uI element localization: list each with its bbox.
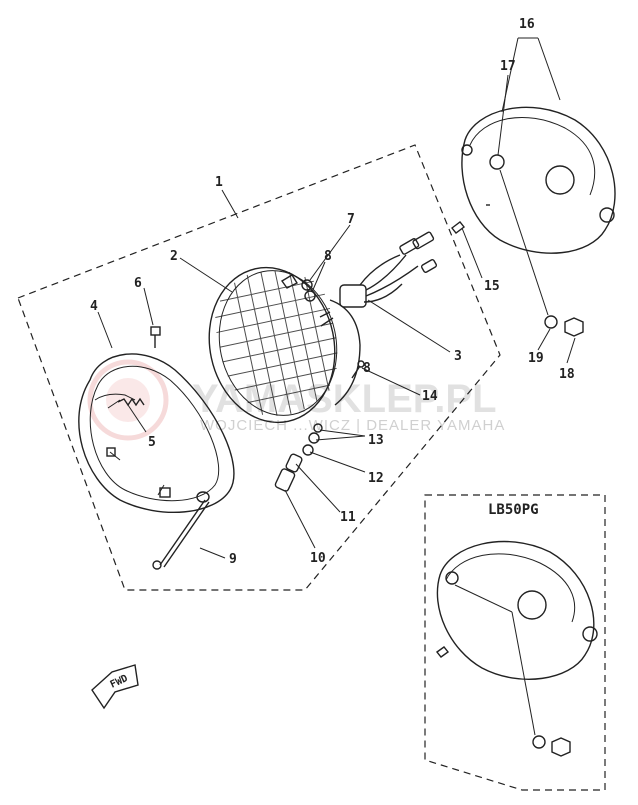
callout-8-upper: 8 xyxy=(324,249,332,264)
callout-6: 6 xyxy=(134,276,142,291)
callout-7: 7 xyxy=(347,212,355,227)
grommet-part-17 xyxy=(489,154,505,170)
callout-19: 19 xyxy=(528,351,544,366)
callout-2: 2 xyxy=(170,249,178,264)
bolt-part-9 xyxy=(152,491,210,570)
assembly-boundary xyxy=(17,144,501,591)
watermark-logo-ring xyxy=(87,359,169,441)
socket-and-wiring xyxy=(319,231,438,327)
socket-connector xyxy=(339,284,367,308)
callout-15: 15 xyxy=(484,279,500,294)
callout-12: 12 xyxy=(368,471,384,486)
callout-5: 5 xyxy=(148,435,156,450)
hardware-stack-10-13 xyxy=(274,423,323,492)
variant-boundary xyxy=(424,494,606,791)
callout-8-lower: 8 xyxy=(363,361,371,376)
callout-1: 1 xyxy=(215,175,223,190)
callout-9: 9 xyxy=(229,552,237,567)
bracket-clip xyxy=(280,274,299,289)
grommet-part-7 xyxy=(301,279,313,291)
headlight-lens-unit xyxy=(208,266,361,424)
watermark-sub-text: WOJCIECH ...WICZ | DEALER YAMAHA xyxy=(200,417,505,434)
callout-13: 13 xyxy=(368,433,384,448)
forward-direction-arrow: FWD xyxy=(91,664,139,710)
variant-label: LB50PG xyxy=(488,502,539,518)
bolt-part-14 xyxy=(351,360,365,379)
leader-lines xyxy=(97,37,576,559)
callout-16: 16 xyxy=(519,17,535,32)
nut-part-8 xyxy=(304,290,316,302)
watermark: YAMASKLEP.PL WOJCIECH ...WICZ | DEALER Y… xyxy=(87,359,505,441)
callout-4: 4 xyxy=(90,299,98,314)
washer-part-19 xyxy=(544,315,558,329)
watermark-main-text: YAMASKLEP.PL xyxy=(192,377,497,421)
stud-leader xyxy=(499,169,549,316)
callout-10: 10 xyxy=(310,551,326,566)
screw-part-15 xyxy=(451,221,465,234)
variant-headlight-case xyxy=(435,540,598,757)
callout-18: 18 xyxy=(559,367,575,382)
callout-11: 11 xyxy=(340,510,356,525)
screw-part-6 xyxy=(150,326,161,348)
callout-3: 3 xyxy=(454,349,462,364)
nut-part-18 xyxy=(564,317,584,337)
case-hole xyxy=(545,165,575,195)
adjust-spring-part-5 xyxy=(117,397,145,407)
watermark-logo-core xyxy=(106,378,150,422)
headlight-case-part-16 xyxy=(461,106,616,254)
callout-17: 17 xyxy=(500,59,516,74)
callout-14: 14 xyxy=(422,389,438,404)
